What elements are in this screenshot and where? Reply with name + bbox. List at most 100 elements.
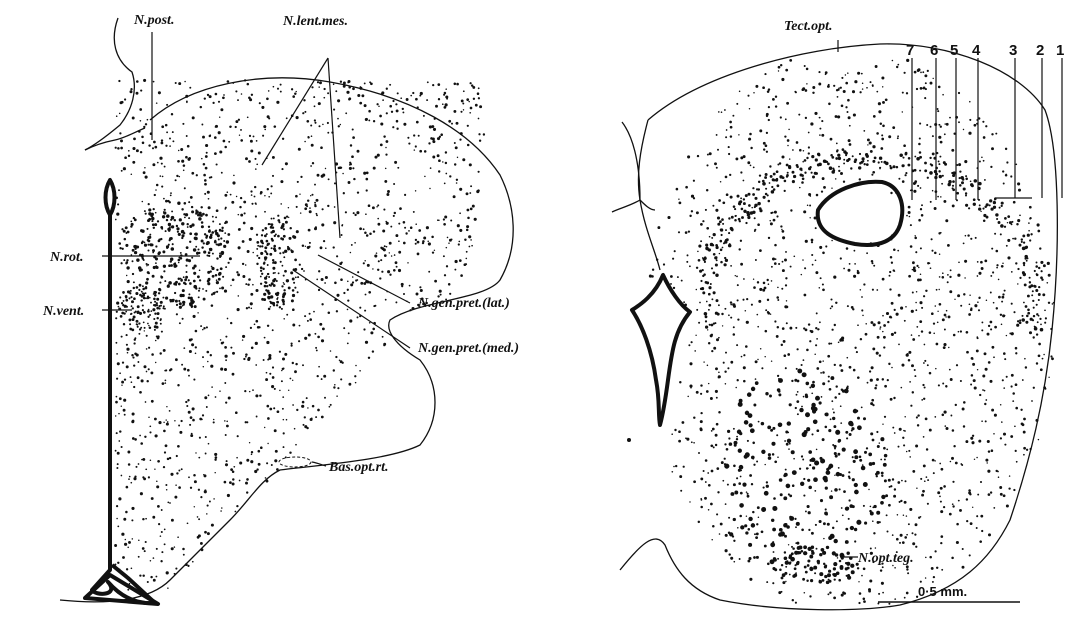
- cell-dot: [377, 269, 379, 271]
- cell-dot: [966, 498, 968, 500]
- tectal-layer-cell: [1023, 302, 1025, 304]
- cell-dot: [183, 170, 185, 172]
- cell-dot: [198, 518, 200, 520]
- cell-dot: [908, 275, 911, 278]
- tegmental-cell: [751, 523, 755, 527]
- cell-dot: [915, 302, 917, 304]
- cell-dot: [401, 285, 403, 287]
- cell-dot: [250, 293, 253, 296]
- cell-dot: [821, 190, 823, 192]
- cell-dot: [120, 147, 123, 150]
- cell-dot: [847, 111, 849, 113]
- cell-dot: [704, 497, 707, 500]
- cell-dot: [921, 494, 924, 497]
- cell-dot: [251, 451, 253, 453]
- cell-dot: [822, 360, 823, 361]
- cell-dot: [712, 205, 714, 207]
- cell-dot: [1050, 355, 1052, 357]
- cell-dot: [236, 271, 238, 273]
- cell-dot: [178, 150, 179, 151]
- cell-dot: [224, 208, 226, 210]
- n-rot-cell: [134, 219, 137, 222]
- cell-dot: [467, 125, 469, 127]
- n-gen-pret-cell: [281, 285, 283, 287]
- tegmental-cell: [825, 487, 828, 490]
- cell-dot: [204, 531, 207, 534]
- tegmental-cell: [876, 471, 880, 475]
- cell-dot: [190, 487, 192, 489]
- layer-number-4: 4: [972, 42, 981, 59]
- cell-dot: [793, 255, 795, 257]
- cell-dot: [204, 490, 207, 493]
- cell-dot: [454, 142, 456, 144]
- cell-dot: [762, 289, 765, 292]
- cell-dot: [266, 480, 269, 483]
- cell-dot: [980, 261, 983, 264]
- n-gen-pret-cell: [261, 245, 263, 247]
- cell-dot: [147, 581, 149, 583]
- cell-dot: [175, 179, 177, 181]
- cell-dot: [987, 470, 990, 473]
- n-rot-cell: [148, 236, 151, 239]
- cell-dot: [156, 548, 158, 550]
- cell-dot: [831, 490, 832, 491]
- cell-dot: [347, 309, 349, 311]
- tectal-layer-cell: [699, 270, 702, 273]
- cell-dot: [381, 271, 383, 273]
- cell-dot: [288, 217, 289, 218]
- cell-dot: [385, 140, 388, 143]
- n-opt-teg-cell: [804, 566, 807, 569]
- cell-dot: [1011, 374, 1014, 377]
- cell-dot: [898, 446, 900, 448]
- cell-dot: [372, 268, 373, 269]
- cell-dot: [814, 112, 817, 115]
- cell-dot: [801, 274, 802, 275]
- cell-dot: [314, 205, 316, 207]
- cell-dot: [381, 91, 384, 94]
- cell-dot: [119, 568, 121, 570]
- n-gen-pret-cell: [280, 261, 282, 263]
- cell-dot: [708, 484, 711, 487]
- cell-dot: [389, 242, 392, 245]
- n-rot-cell: [176, 227, 179, 230]
- cell-dot: [1004, 315, 1005, 316]
- cell-dot: [796, 164, 799, 167]
- tectal-layer-cell: [893, 165, 896, 168]
- cell-dot: [325, 276, 328, 279]
- tectal-layer-cell: [1026, 260, 1028, 262]
- cell-dot: [749, 474, 752, 477]
- cell-dot: [950, 378, 953, 381]
- cell-dot: [756, 461, 758, 463]
- cell-dot: [150, 560, 152, 562]
- cell-dot: [1029, 218, 1031, 220]
- cell-dot: [292, 404, 294, 406]
- cell-dot: [156, 481, 158, 483]
- cell-dot: [972, 363, 975, 366]
- cell-dot: [705, 209, 707, 211]
- n-gen-pret-cell: [277, 235, 280, 238]
- cell-dot: [250, 190, 252, 192]
- cell-dot: [940, 510, 943, 513]
- cell-dot: [393, 269, 396, 272]
- cell-dot: [733, 561, 735, 563]
- cell-dot: [825, 245, 827, 247]
- cell-dot: [902, 364, 905, 367]
- cell-dot: [705, 320, 707, 322]
- cell-dot: [985, 459, 988, 462]
- cell-dot: [698, 521, 700, 523]
- cell-dot: [189, 232, 192, 235]
- n-gen-pret-cell: [266, 290, 269, 293]
- cell-dot: [211, 524, 214, 527]
- cell-dot: [242, 335, 245, 338]
- cell-dot: [460, 111, 462, 113]
- cell-dot: [759, 249, 762, 252]
- cell-dot: [882, 566, 884, 568]
- cell-dot: [872, 404, 874, 406]
- cell-dot: [443, 218, 445, 220]
- cell-dot: [754, 217, 756, 219]
- cell-dot: [691, 341, 693, 343]
- cell-dot: [730, 361, 733, 364]
- cell-dot: [255, 215, 257, 217]
- cell-dot: [939, 156, 941, 158]
- cell-dot: [958, 261, 960, 263]
